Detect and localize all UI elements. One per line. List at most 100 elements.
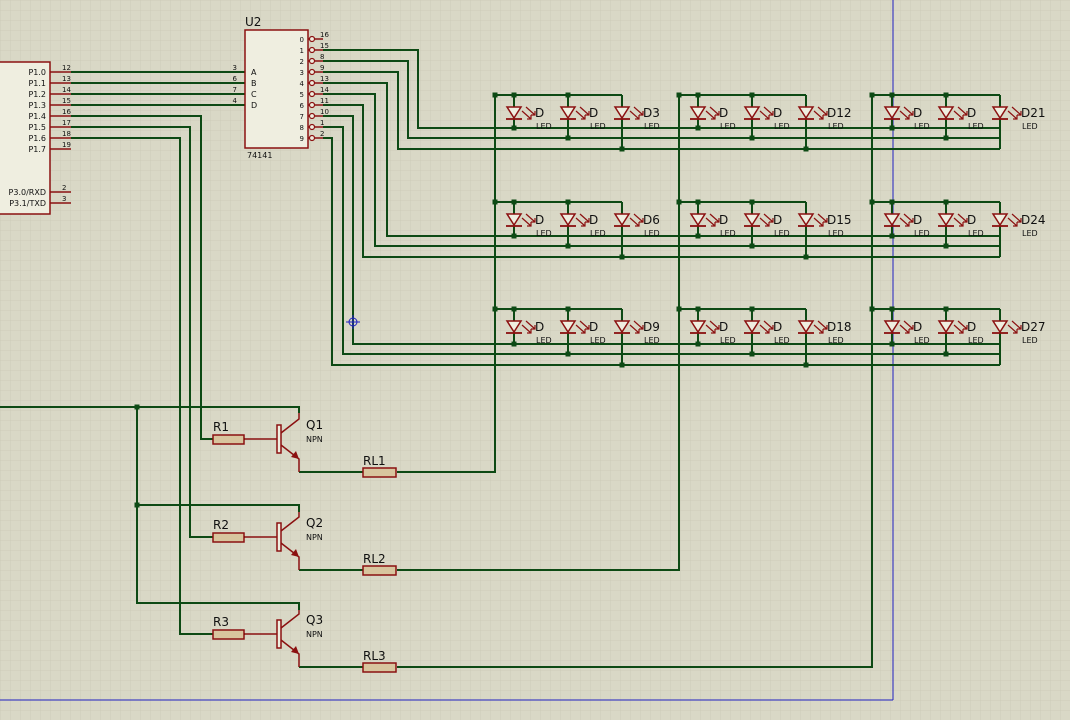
decoder-output-number: 2 [320,130,324,138]
diode-triangle-icon [559,106,577,120]
cathode-line-1[interactable] [323,49,1000,129]
decoder-input-label: C [251,90,257,99]
mcu-pin-name: P1.5 [28,123,46,132]
led-value: LED [914,122,930,131]
cathode-line-5[interactable] [323,93,1000,247]
light-emission-arrows-icon [899,213,914,227]
inversion-bubble-icon [308,57,316,65]
cathode-line-4[interactable] [323,82,1000,237]
junction-dot [943,243,949,249]
decoder-output-label: 3 [300,69,304,77]
led-ref: D [535,106,544,120]
vcc-rail-3[interactable] [137,504,300,512]
resistor-RL3[interactable] [362,662,397,673]
led-value: LED [1022,122,1038,131]
mcu-body[interactable] [0,61,51,215]
junction-dot [889,125,895,131]
decoder-input-label: D [251,101,257,110]
led-ref: D [913,320,922,334]
junction-dot [695,92,701,98]
column-riser-3[interactable] [397,95,873,668]
light-emission-arrows-icon [575,213,590,227]
light-emission-arrows-icon [629,213,644,227]
decoder-output-label: 1 [300,47,304,55]
diode-triangle-icon [883,106,901,120]
junction-dot [695,306,701,312]
vcc-rail-1[interactable] [0,406,300,413]
led-ref: D [589,213,598,227]
decoder-body[interactable] [244,29,309,149]
diode-triangle-icon [797,106,815,120]
junction-dot [749,243,755,249]
cathode-line-6[interactable] [323,104,1000,258]
resistor-R3[interactable] [212,629,245,640]
junction-dot [749,135,755,141]
light-emission-arrows-icon [813,320,828,334]
diode-triangle-icon [991,320,1009,334]
light-emission-arrows-icon [953,106,968,120]
led-ref: D9 [643,320,660,334]
transistor-base-bar[interactable] [276,522,282,552]
resistor-R2[interactable] [212,532,245,543]
led-value: LED [968,229,984,238]
cathode-line-3[interactable] [323,71,1000,150]
junction-dot [889,199,895,205]
junction-dot [803,146,809,152]
transistor-base-bar[interactable] [276,619,282,649]
cathode-line-2[interactable] [323,60,1000,139]
light-emission-arrows-icon [521,213,536,227]
cathode-line-8[interactable] [323,126,1000,355]
resistor-RL2[interactable] [362,565,397,576]
decoder-output-number: 15 [320,42,329,50]
diode-triangle-icon [883,213,901,227]
transistor-type: NPN [306,533,323,542]
column-riser-2[interactable] [397,95,680,571]
decoder-ic-u2[interactable]: U274141A3B6C7D40161152839413514611710819… [233,15,330,160]
junction-dot [511,125,517,131]
cathode-line-7[interactable] [323,115,1000,345]
transistor-base-bar[interactable] [276,424,282,454]
junction-dot [511,341,517,347]
light-emission-arrows-icon [759,213,774,227]
mcu-pin-number: 2 [62,184,66,192]
column-riser-1[interactable] [397,95,496,473]
led-value: LED [968,122,984,131]
cathode-line-9[interactable] [323,137,1000,366]
resistor-RL1[interactable] [362,467,397,478]
junction-dot [619,362,625,368]
transistor-collector [280,610,300,629]
resistor-R1[interactable] [212,434,245,445]
